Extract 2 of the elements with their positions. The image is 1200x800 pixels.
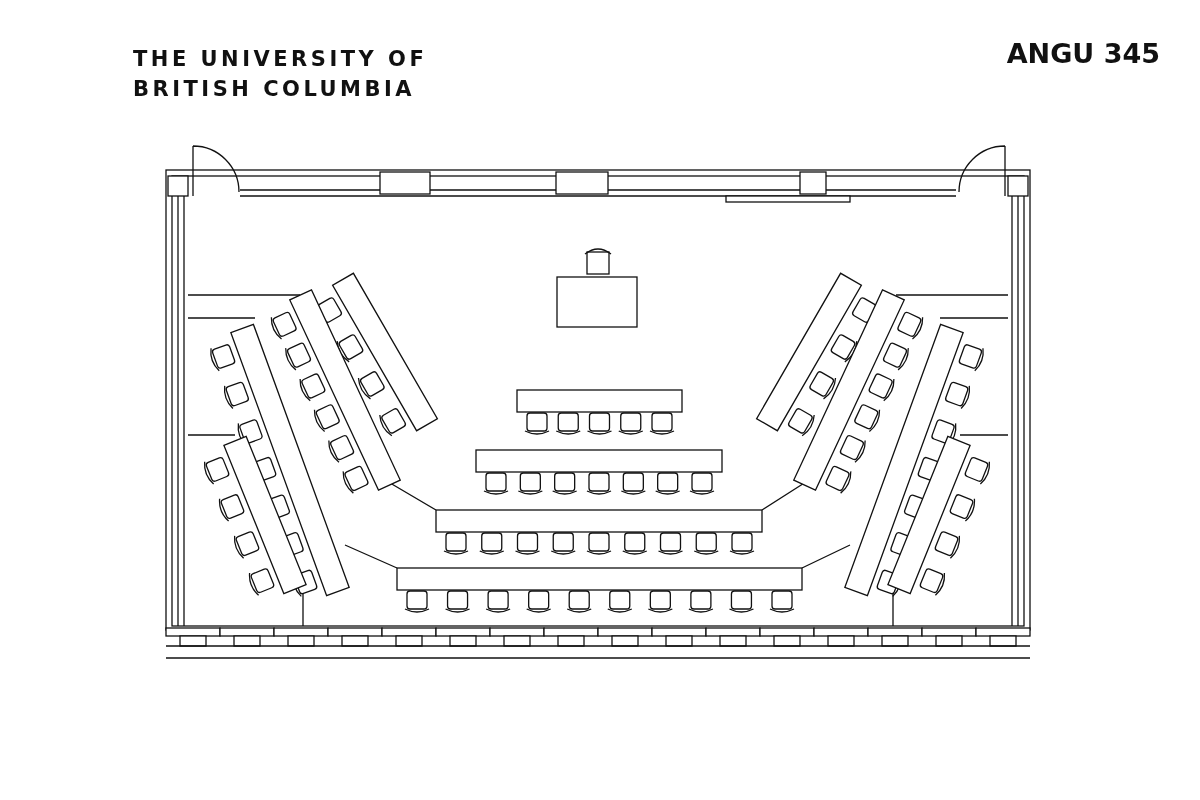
room-number-heading: ANGU 345: [1006, 38, 1160, 69]
university-name: THE UNIVERSITY OF BRITISH COLUMBIA: [133, 46, 429, 103]
